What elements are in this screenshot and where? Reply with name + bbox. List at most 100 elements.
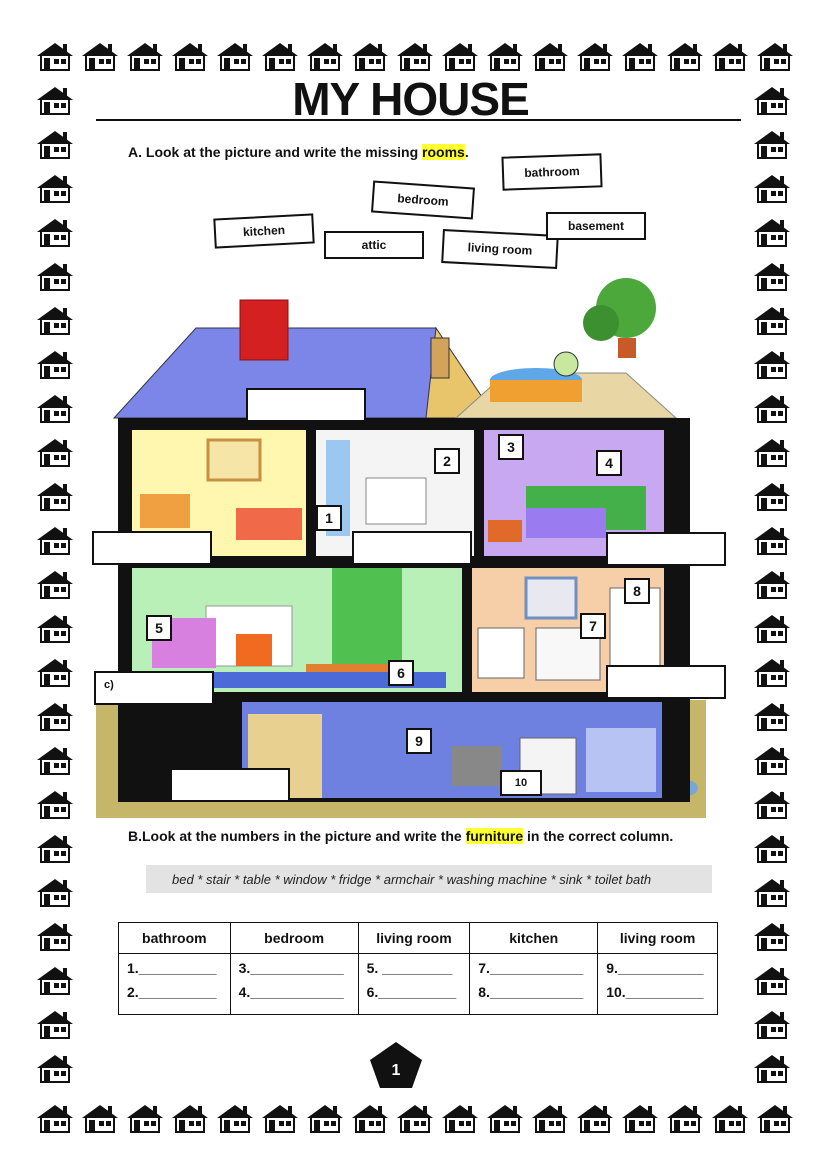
- house-border-icon: [35, 260, 75, 292]
- house-border-icon: [35, 612, 75, 644]
- word-card-kitchen: kitchen: [213, 213, 315, 249]
- number-marker-9: 9: [406, 728, 432, 754]
- chimney: [239, 299, 289, 361]
- house-border-icon: [35, 700, 75, 732]
- house-border-icon: [752, 700, 792, 732]
- page-number: 1: [392, 1062, 401, 1079]
- house-border-icon: [485, 40, 525, 72]
- number-marker-7: 7: [580, 613, 606, 639]
- house-border-icon: [35, 40, 75, 72]
- column-header: kitchen: [469, 922, 599, 954]
- house-border-icon: [620, 1102, 660, 1134]
- column-header: bedroom: [229, 922, 359, 954]
- house-border-icon: [350, 1102, 390, 1134]
- label-blank-basement[interactable]: [170, 768, 290, 802]
- house-border-icon: [35, 348, 75, 380]
- house-border-icon: [752, 788, 792, 820]
- house-border-icon: [35, 744, 75, 776]
- house-border-icon: [665, 40, 705, 72]
- house-border-icon: [350, 40, 390, 72]
- word-card-living-room: living room: [441, 228, 559, 270]
- column-header: bathroom: [118, 922, 231, 954]
- house-border-icon: [752, 216, 792, 248]
- house-border-icon: [752, 876, 792, 908]
- answer-cell[interactable]: 3.____________4.____________: [229, 953, 359, 1015]
- house-border-icon: [35, 436, 75, 468]
- house-border-icon: [485, 1102, 525, 1134]
- column-header: living room: [357, 922, 471, 954]
- word-card-bathroom: bathroom: [501, 153, 603, 191]
- house-border-icon: [35, 128, 75, 160]
- house-border-icon: [440, 1102, 480, 1134]
- number-marker-6: 6: [388, 660, 414, 686]
- house-border-icon: [752, 612, 792, 644]
- house-border-icon: [125, 40, 165, 72]
- house-border-icon: [752, 84, 792, 116]
- label-blank-kitchen[interactable]: [606, 665, 726, 699]
- house-border-icon: [35, 876, 75, 908]
- house-border-icon: [170, 40, 210, 72]
- house-border-icon: [575, 1102, 615, 1134]
- number-marker-8: 8: [624, 578, 650, 604]
- label-blank-bedroom-left[interactable]: [92, 531, 212, 565]
- house-border-icon: [35, 216, 75, 248]
- answer-cell[interactable]: 7.____________8.____________: [469, 953, 599, 1015]
- rooms-highlight: rooms: [422, 144, 465, 160]
- label-blank-bedroom-right[interactable]: [606, 532, 726, 566]
- house-border-icon: [752, 656, 792, 688]
- word-card-bedroom: bedroom: [371, 180, 475, 220]
- title-underline: [96, 119, 741, 121]
- house-border-icon: [752, 524, 792, 556]
- label-blank-attic[interactable]: [246, 388, 366, 422]
- house-border-icon: [752, 348, 792, 380]
- house-border-icon: [35, 568, 75, 600]
- house-border-icon: [35, 480, 75, 512]
- number-marker-2: 2: [434, 448, 460, 474]
- house-border-icon: [620, 40, 660, 72]
- house-border-icon: [80, 40, 120, 72]
- house-border-icon: [752, 260, 792, 292]
- section-b-instruction: B.Look at the numbers in the picture and…: [128, 828, 674, 844]
- word-card-basement: basement: [546, 212, 646, 240]
- house-border-icon: [35, 1102, 75, 1134]
- house-border-icon: [305, 40, 345, 72]
- label-blank-bathroom[interactable]: [352, 531, 472, 565]
- house-border-icon: [752, 920, 792, 952]
- page-title: MY HOUSE: [292, 73, 530, 125]
- house-border-icon: [305, 1102, 345, 1134]
- answer-cell[interactable]: 5. _________6.__________: [357, 953, 471, 1015]
- house-border-icon: [35, 656, 75, 688]
- house-border-icon: [35, 524, 75, 556]
- house-border-icon: [395, 40, 435, 72]
- house-border-icon: [752, 832, 792, 864]
- house-border-icon: [752, 964, 792, 996]
- house-border-icon: [755, 1102, 795, 1134]
- house-border-icon: [530, 40, 570, 72]
- page-number-badge: 1: [370, 1042, 422, 1088]
- answer-cell[interactable]: 1.__________2.__________: [118, 953, 231, 1015]
- house-border-icon: [752, 744, 792, 776]
- house-border-icon: [35, 172, 75, 204]
- house-border-icon: [35, 788, 75, 820]
- house-border-icon: [752, 392, 792, 424]
- number-marker-5: 5: [146, 615, 172, 641]
- word-card-attic: attic: [324, 231, 424, 259]
- house-border-icon: [35, 1052, 75, 1084]
- house-border-icon: [35, 832, 75, 864]
- house-border-icon: [752, 128, 792, 160]
- house-border-icon: [752, 1008, 792, 1040]
- house-border-icon: [215, 1102, 255, 1134]
- number-marker-10: 10: [500, 770, 542, 796]
- section-a-instruction: A. Look at the picture and write the mis…: [128, 144, 469, 160]
- label-blank-living-room[interactable]: c): [94, 671, 214, 705]
- answer-table: bathroom bedroom living room kitchen liv…: [118, 922, 718, 1015]
- house-border-icon: [125, 1102, 165, 1134]
- house-border-icon: [170, 1102, 210, 1134]
- house-border-icon: [215, 40, 255, 72]
- word-bank: bed * stair * table * window * fridge * …: [146, 865, 712, 893]
- house-border-icon: [35, 84, 75, 116]
- house-border-icon: [395, 1102, 435, 1134]
- house-border-icon: [35, 1008, 75, 1040]
- house-border-icon: [35, 304, 75, 336]
- answer-cell[interactable]: 9.___________10.__________: [597, 953, 718, 1015]
